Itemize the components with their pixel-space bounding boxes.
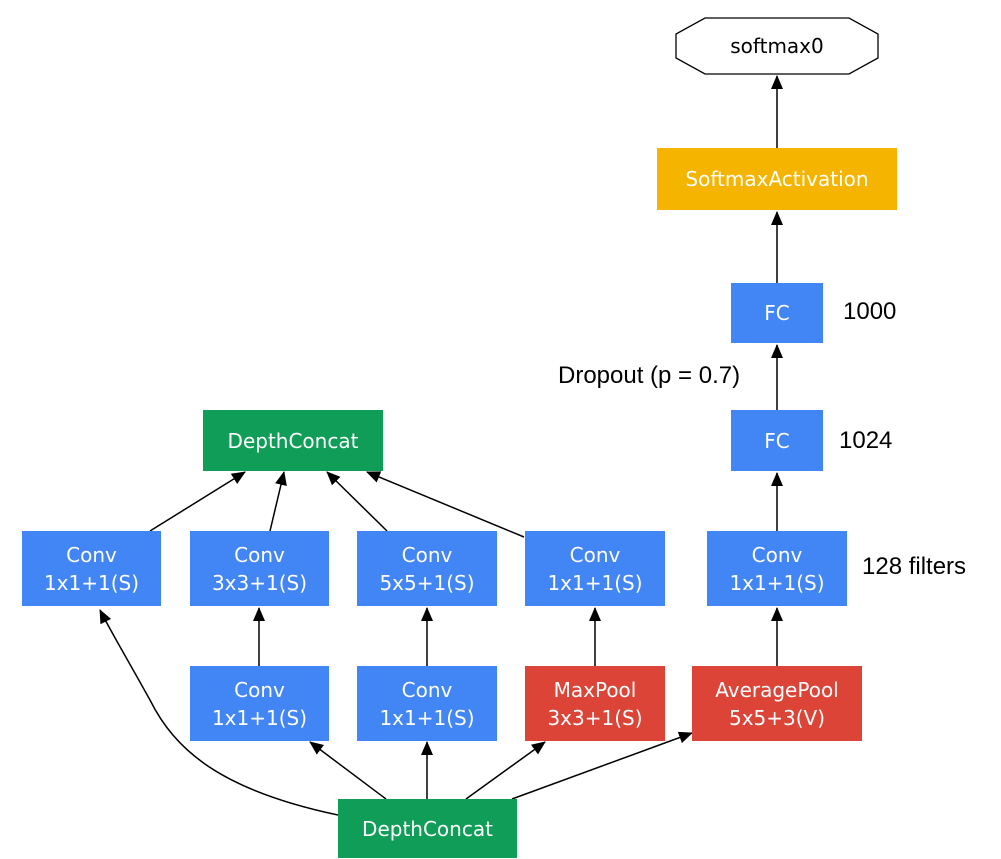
averagepool-line2: 5x5+3(V): [728, 705, 826, 730]
edge-conv3x3-to-depthconcat: [269, 471, 287, 532]
conv-1x1-reduce5-line1: Conv: [401, 677, 453, 702]
conv-1x1-pool-node: Conv 1x1+1(S): [525, 531, 665, 606]
edge-depthconcat-to-avgpool: [511, 731, 693, 800]
maxpool-line2: 3x3+1(S): [547, 705, 643, 730]
fc-mid-node: FC: [731, 410, 823, 471]
fc-mid-label: FC: [764, 428, 790, 453]
conv-3x3-line2: 3x3+1(S): [211, 570, 308, 595]
maxpool-node: MaxPool 3x3+1(S): [525, 666, 665, 741]
conv-1x1-reduce3-node: Conv 1x1+1(S): [190, 666, 329, 741]
edge-conv1x1a-to-depthconcat: [149, 471, 246, 532]
conv-1x1-reduce3-line1: Conv: [234, 677, 285, 702]
softmax0-label: softmax0: [730, 34, 824, 58]
fc-top-node: FC: [731, 283, 823, 343]
fc-top-units-label: 1000: [843, 298, 897, 325]
conv-aux-node: Conv 1x1+1(S): [707, 531, 847, 606]
averagepool-node: AveragePool 5x5+3(V): [692, 666, 862, 741]
conv-aux-line2: 1x1+1(S): [729, 570, 825, 595]
maxpool-line1: MaxPool: [553, 677, 637, 702]
fc-top-label: FC: [764, 301, 790, 325]
edge-depthconcat-to-conv1x1a: [99, 609, 339, 816]
conv-1x1-a-line2: 1x1+1(S): [43, 570, 140, 595]
conv-1x1-pool-line2: 1x1+1(S): [547, 570, 643, 595]
conv-aux-line1: Conv: [751, 542, 803, 567]
edge-conv5x5-to-depthconcat: [326, 471, 388, 532]
conv-3x3-node: Conv 3x3+1(S): [190, 531, 329, 606]
conv-5x5-line1: Conv: [401, 542, 453, 567]
conv-1x1-a-line1: Conv: [66, 542, 117, 567]
conv-1x1-reduce5-line2: 1x1+1(S): [379, 705, 475, 730]
conv-1x1-reduce3-line2: 1x1+1(S): [211, 705, 308, 730]
depthconcat-top-node: DepthConcat: [203, 410, 383, 471]
softmax-activation-label: SoftmaxActivation: [685, 167, 869, 191]
conv-1x1-pool-line1: Conv: [569, 542, 621, 567]
conv-1x1-a-node: Conv 1x1+1(S): [22, 531, 161, 606]
fc-mid-units-label: 1024: [839, 427, 893, 454]
depthconcat-bottom-node: DepthConcat: [338, 799, 517, 858]
softmax0-octagon: [675, 17, 879, 75]
depthconcat-top-label: DepthConcat: [227, 428, 359, 453]
averagepool-line1: AveragePool: [715, 677, 839, 702]
conv-5x5-line2: 5x5+1(S): [379, 570, 475, 595]
conv-1x1-reduce5-node: Conv 1x1+1(S): [357, 666, 497, 741]
depthconcat-bottom-label: DepthConcat: [362, 816, 493, 841]
edge-depthconcat-to-maxpool: [465, 741, 546, 800]
conv-5x5-node: Conv 5x5+1(S): [357, 531, 497, 606]
dropout-label: Dropout (p = 0.7): [558, 362, 741, 389]
conv-filters-label: 128 filters: [862, 553, 967, 580]
softmax-activation-node: SoftmaxActivation: [657, 148, 897, 210]
edge-convpool-to-depthconcat: [366, 471, 525, 538]
edge-depthconcat-to-reduce3: [309, 741, 387, 800]
conv-3x3-line1: Conv: [234, 542, 285, 567]
